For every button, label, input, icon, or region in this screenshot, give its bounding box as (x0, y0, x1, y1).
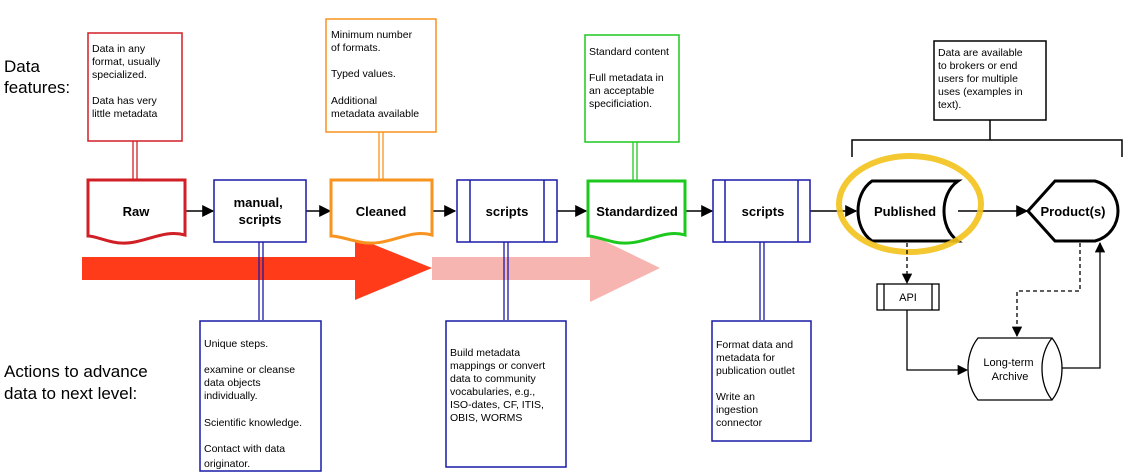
note-manual-text: Unique steps. examine or cleanse data ob… (204, 338, 305, 470)
stage-scripts-2-label: scripts (742, 204, 785, 219)
stage-cleaned: Cleaned (329, 178, 434, 245)
published-highlight (836, 153, 984, 255)
connector-scripts1 (503, 242, 509, 320)
node-api: API (876, 243, 940, 311)
stage-published-label: Published (874, 204, 936, 219)
stage-cleaned-label: Cleaned (356, 204, 407, 219)
stage-products: Product(s) (1025, 179, 1120, 243)
stage-standardized-label: Standardized (596, 204, 678, 219)
connector-cleaned (378, 132, 384, 180)
stage-raw-label: Raw (123, 204, 151, 219)
note-standardized-text: Standard content Full metadata in an acc… (589, 46, 672, 110)
note-scripts2-text: Format data and metadata for publication… (716, 339, 798, 429)
note-published: Data are available to brokers or end use… (933, 40, 1047, 121)
stage-products-label: Product(s) (1041, 204, 1106, 219)
stage-scripts-2: scripts (712, 179, 811, 243)
brace (851, 120, 1123, 157)
node-archive-label: Long-term Archive (983, 357, 1036, 383)
label-actions: Actions to advance data to next level: (4, 362, 152, 403)
node-api-label: API (899, 292, 917, 304)
note-scripts2: Format data and metadata for publication… (711, 320, 812, 442)
progress-arrow-red (82, 237, 432, 300)
stage-standardized: Standardized (586, 179, 687, 245)
connector-raw (132, 141, 138, 179)
stage-published: Published (836, 153, 984, 255)
stage-scripts-1: scripts (456, 179, 558, 243)
note-raw: Data in any format, usually specialized.… (87, 32, 183, 142)
note-scripts1-text: Build metadata mappings or convert data … (450, 347, 548, 424)
connector-scripts2 (759, 242, 765, 320)
stage-manual-label: manual, scripts (234, 195, 287, 227)
note-scripts1: Build metadata mappings or convert data … (445, 320, 567, 468)
note-cleaned: Minimum number of formats. Typed values.… (325, 18, 437, 133)
stage-raw: Raw (86, 178, 187, 245)
note-manual: Unique steps. examine or cleanse data ob… (199, 320, 322, 472)
stage-manual-scripts: manual, scripts (213, 179, 307, 243)
note-cleaned-text: Minimum number of formats. Typed values.… (331, 29, 419, 120)
label-data-features: Data features: (4, 57, 70, 97)
connector-manual (258, 242, 264, 320)
connector-standardized (632, 142, 638, 181)
node-archive: Long-term Archive (906, 241, 1106, 401)
stage-scripts-1-label: scripts (486, 204, 529, 219)
note-raw-text: Data in any format, usually specialized.… (92, 43, 163, 120)
note-standardized: Standard content Full metadata in an acc… (584, 34, 680, 143)
note-published-text: Data are available to brokers or end use… (938, 47, 1026, 111)
progress-arrow-pink (432, 234, 660, 302)
